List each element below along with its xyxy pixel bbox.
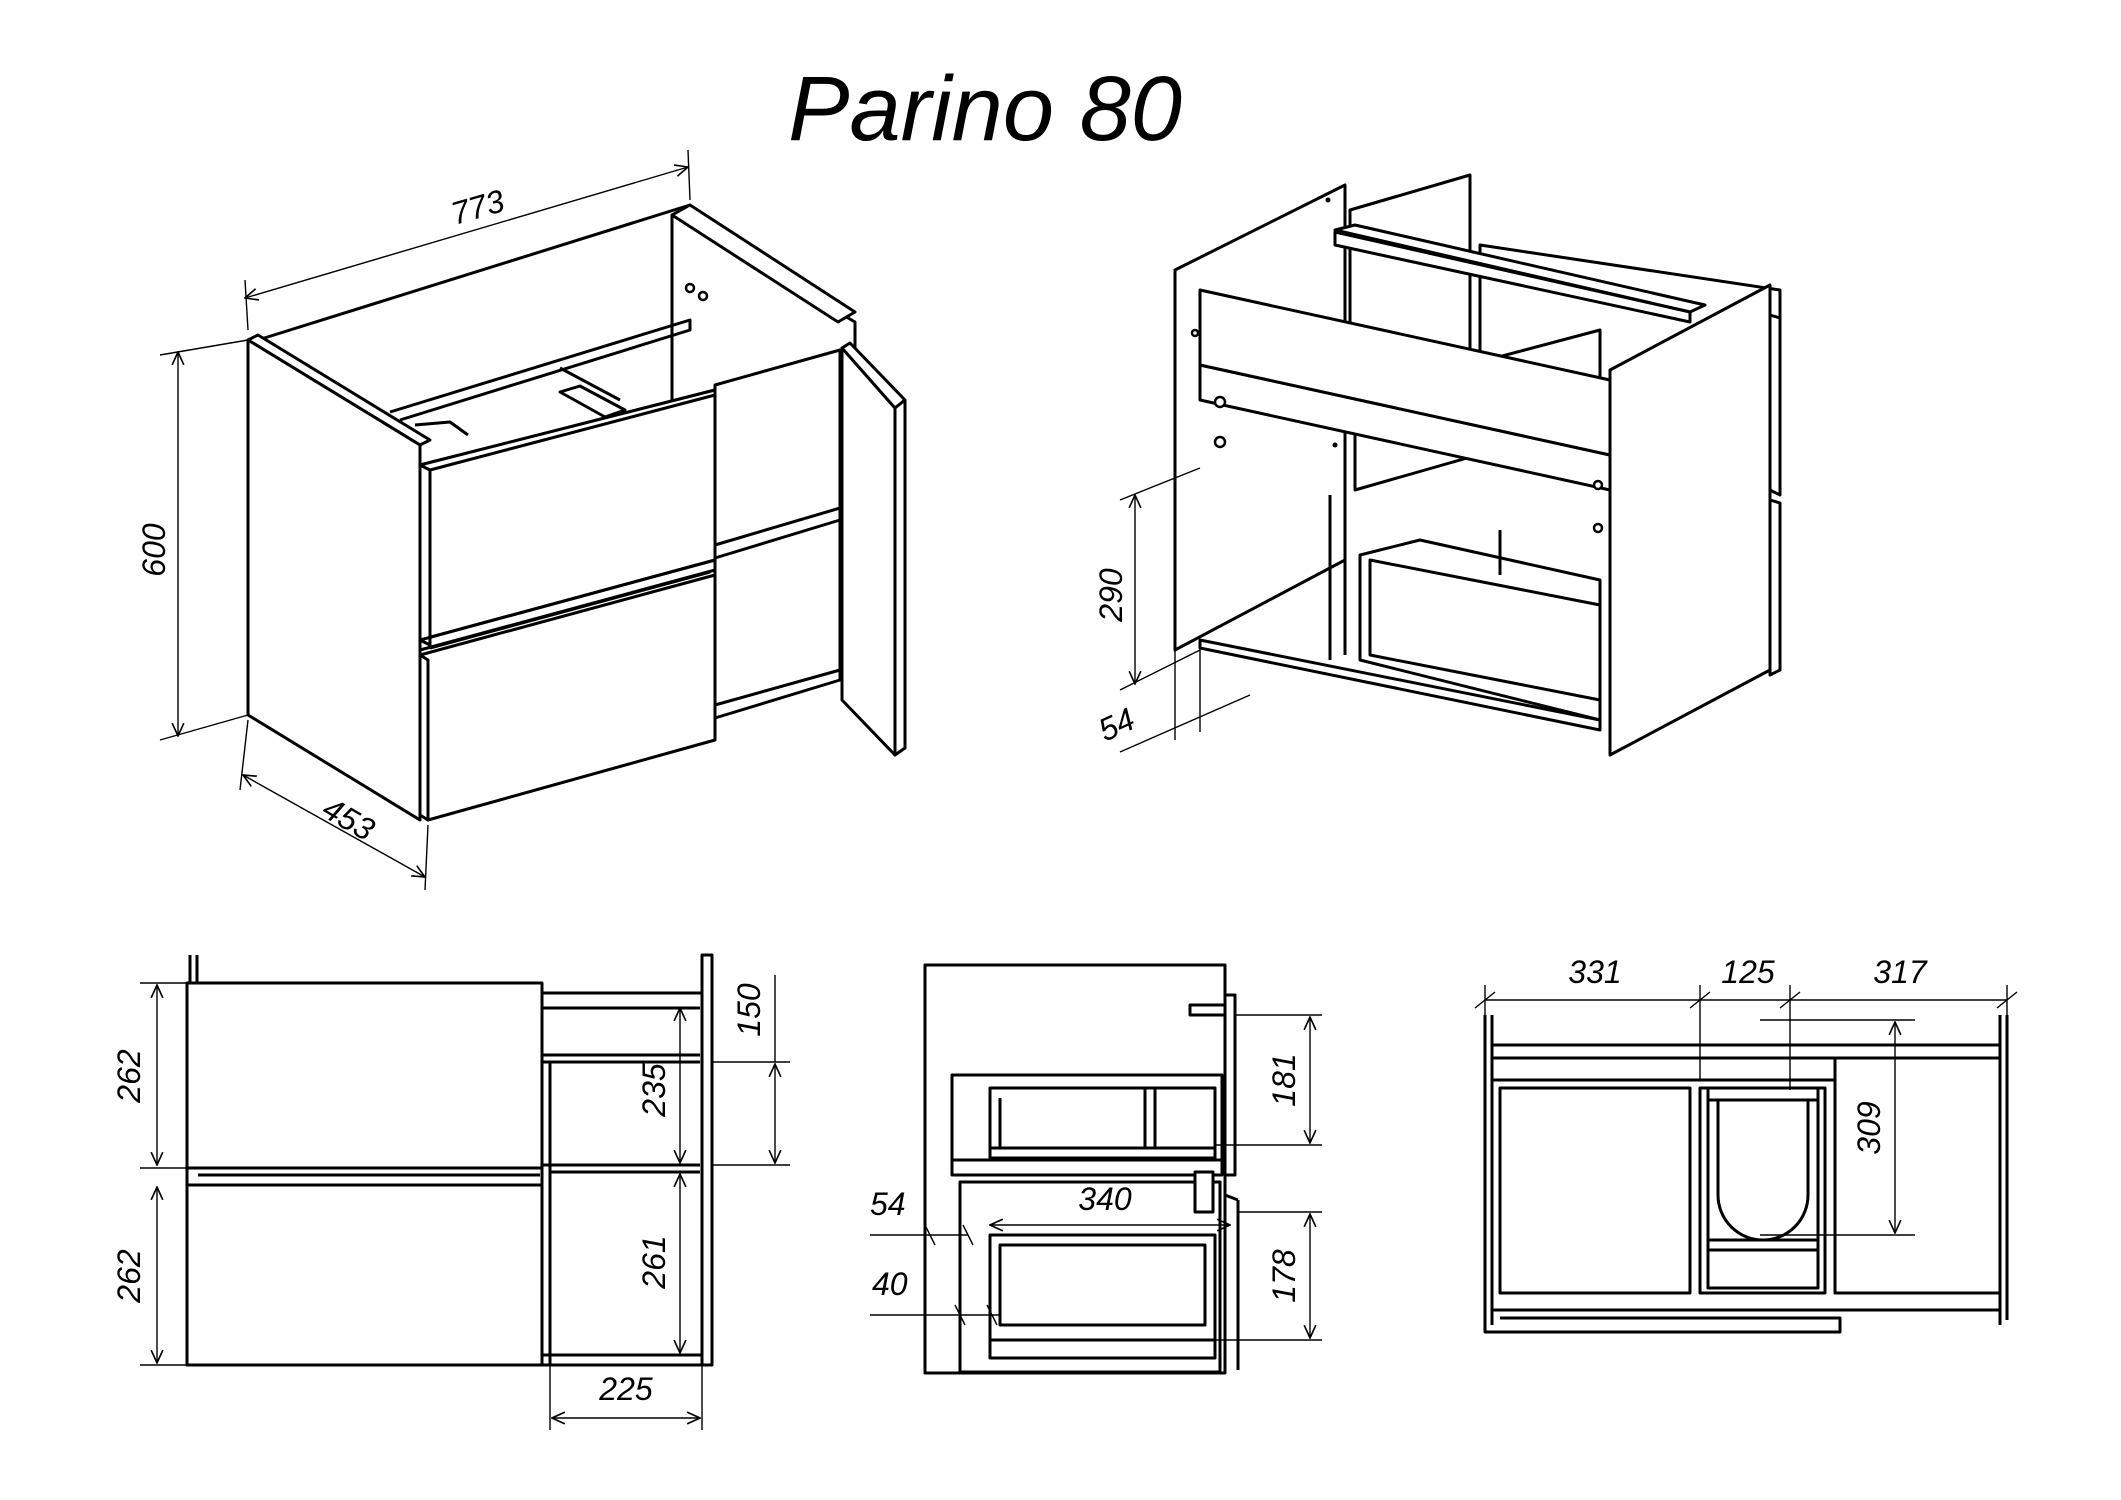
dim-top-right: 317	[1873, 954, 1928, 990]
dim-side-upper: 181	[1266, 1053, 1302, 1106]
dim-top-depth: 309	[1851, 1101, 1887, 1155]
dim-top-left: 331	[1568, 954, 1621, 990]
drawing-title: Parino 80	[788, 58, 1182, 160]
front-view: 262 262 150 235 261 225	[111, 953, 790, 1430]
dim-top-middle: 125	[1721, 954, 1775, 990]
dim-side-lower: 178	[1266, 1249, 1302, 1303]
side-view: 181 178 340 54 40	[870, 963, 1322, 1375]
dim-side-depth: 340	[1078, 1181, 1132, 1217]
dim-front-upper: 262	[111, 1049, 147, 1104]
iso-front-view: 773 600 453	[136, 149, 907, 891]
dim-front-lower: 262	[111, 1249, 147, 1304]
top-view: 331 125 317 309	[1474, 954, 2018, 1334]
dim-back-height: 290	[1093, 568, 1129, 623]
iso-back-view: 290 54	[1093, 173, 1782, 757]
dim-back-offset: 54	[1093, 701, 1140, 749]
dim-height: 600	[136, 523, 172, 577]
dim-front-shelf-lower: 261	[636, 1235, 672, 1289]
dim-front-top-gap: 150	[731, 983, 767, 1037]
dim-front-shelf-upper: 235	[636, 1063, 672, 1118]
dim-side-offset-lower: 40	[872, 1266, 908, 1302]
dim-depth: 453	[317, 790, 381, 848]
dim-side-offset-upper: 54	[870, 1186, 906, 1222]
dim-front-open-width: 225	[598, 1371, 653, 1407]
dim-width: 773	[447, 182, 508, 231]
